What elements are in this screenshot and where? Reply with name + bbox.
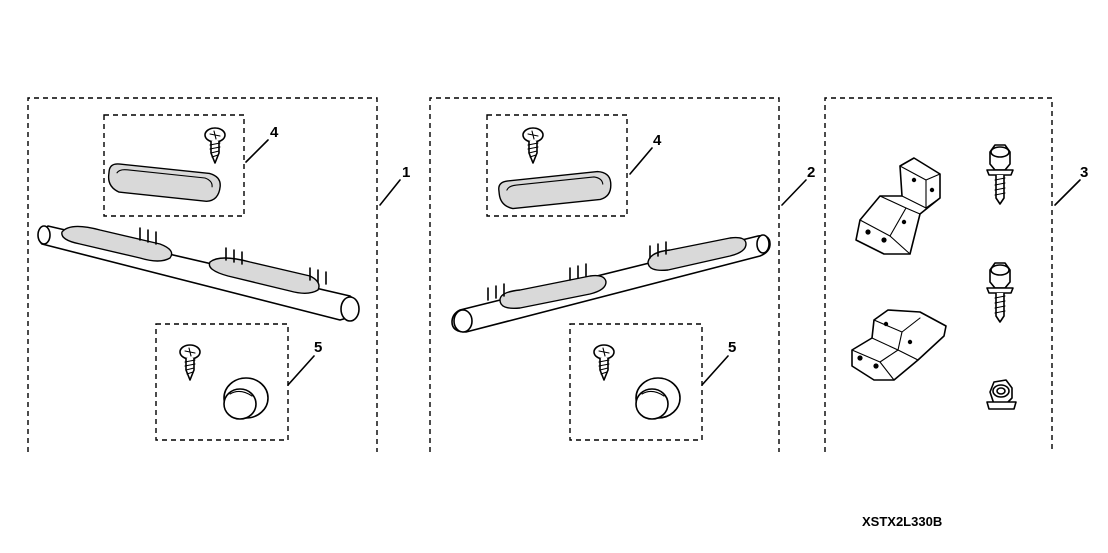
callout-number-4: 4 <box>653 132 662 149</box>
end-cap-icon <box>223 377 269 420</box>
callout-leader-1 <box>379 179 401 206</box>
kit-box-3: 3 <box>824 97 1088 452</box>
diagram-code: XSTX2L330B <box>862 514 942 529</box>
step-bar-left <box>37 225 360 322</box>
inset-5-mid: 5 <box>569 323 736 441</box>
mounting-bracket-lower-icon <box>851 309 947 381</box>
screw-icon <box>204 127 226 164</box>
end-cap-icon <box>635 377 681 420</box>
step-pad-icon <box>106 162 223 204</box>
inset-5-left-border <box>155 323 289 441</box>
callout-leader-5 <box>701 355 729 386</box>
callout-leader-4 <box>245 139 269 163</box>
mounting-bracket-upper-icon <box>855 157 941 255</box>
callout-leader-2 <box>781 179 807 206</box>
callout-number-2: 2 <box>807 164 815 181</box>
step-pad-icon <box>497 169 614 211</box>
inset-4-left-border <box>103 114 245 217</box>
callout-leader-3 <box>1054 179 1081 206</box>
callout-number-4: 4 <box>270 124 279 141</box>
inset-4-mid-border <box>486 114 628 217</box>
flange-nut-icon <box>986 379 1017 410</box>
flange-bolt-upper-icon <box>986 144 1014 205</box>
callout-number-5: 5 <box>728 339 736 356</box>
screw-icon <box>522 127 544 164</box>
kit-box-1: 1 4 5 <box>27 97 410 452</box>
callout-number-1: 1 <box>402 164 410 181</box>
callout-number-3: 3 <box>1080 164 1088 181</box>
flange-bolt-lower-icon <box>986 262 1014 323</box>
callout-leader-4 <box>629 147 653 175</box>
step-bar-mid <box>451 234 771 333</box>
inset-5-left: 5 <box>155 323 322 441</box>
kit-box-3-border <box>824 97 1053 452</box>
screw-icon <box>179 344 201 381</box>
callout-number-5: 5 <box>314 339 322 356</box>
inset-4-mid: 4 <box>486 114 662 217</box>
inset-4-left: 4 <box>103 114 279 217</box>
kit-box-2: 2 4 5 <box>429 97 815 452</box>
inset-5-mid-border <box>569 323 703 441</box>
screw-icon <box>593 344 615 381</box>
callout-leader-5 <box>287 355 315 386</box>
